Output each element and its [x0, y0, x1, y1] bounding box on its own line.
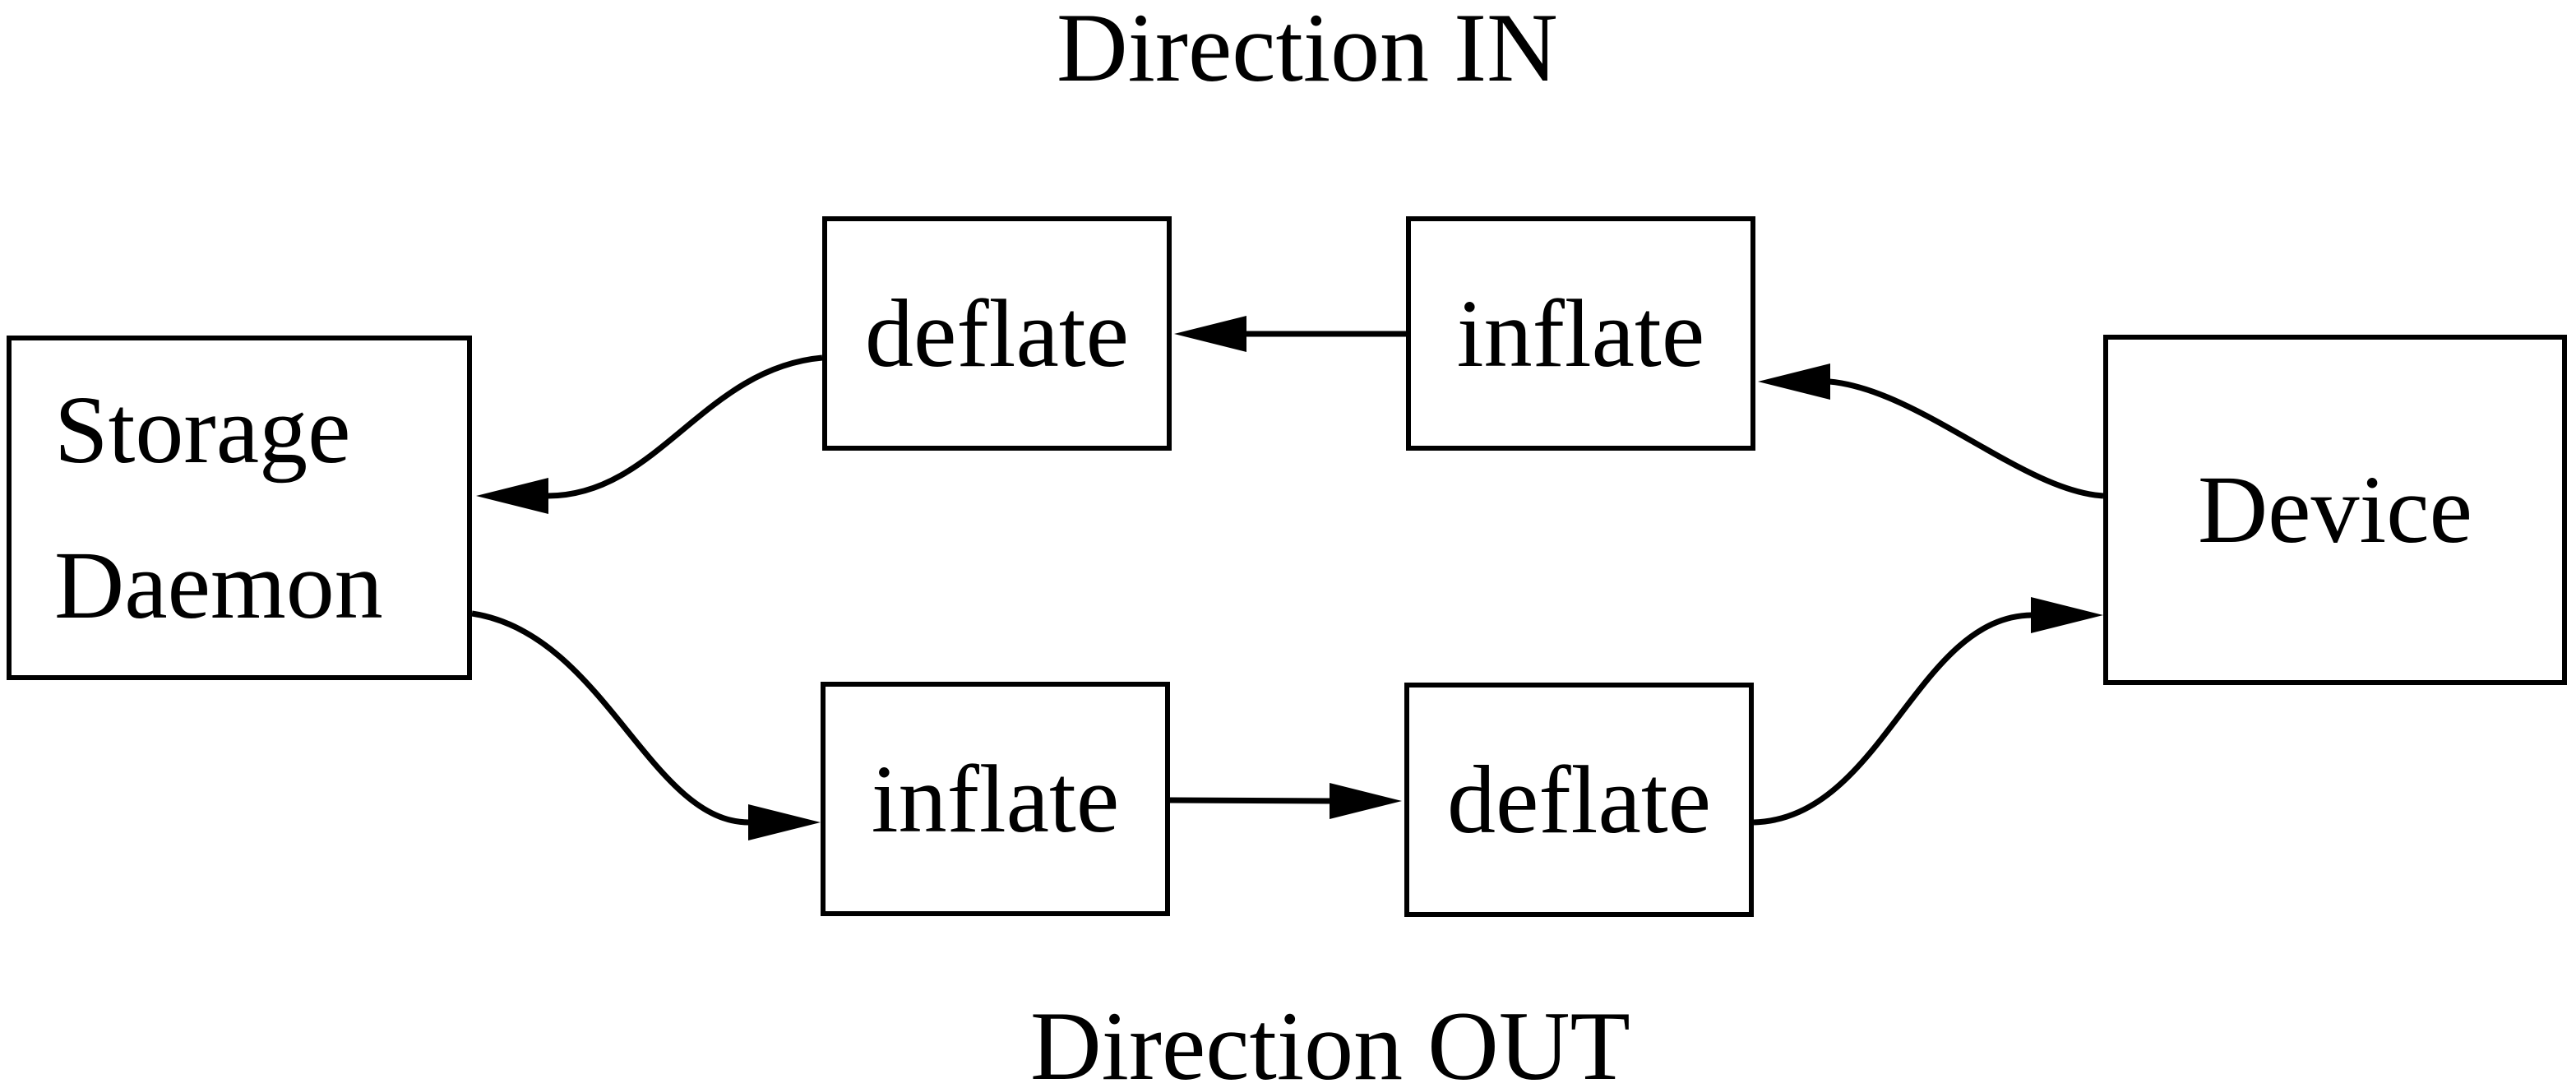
node-device: Device — [2103, 335, 2567, 685]
device-label: Device — [2197, 456, 2473, 564]
deflate-out-label: deflate — [1447, 745, 1711, 854]
storage-daemon-label-line2: Daemon — [54, 530, 383, 639]
storage-daemon-label: Storage Daemon — [54, 353, 383, 664]
storage-daemon-label-line1: Storage — [54, 375, 351, 484]
arrow-deflate-to-device-out — [1753, 597, 2103, 826]
arrow-deflate-to-storage-in — [476, 354, 823, 514]
inflate-in-label: inflate — [1456, 279, 1705, 387]
title-direction-out: Direction OUT — [1030, 991, 1630, 1088]
arrowhead-icon — [1758, 363, 1830, 400]
inflate-out-label: inflate — [871, 744, 1120, 853]
deflate-in-label: deflate — [865, 279, 1129, 387]
node-deflate-out: deflate — [1404, 683, 1754, 917]
arrow-inflate-to-deflate-in — [1174, 316, 1406, 352]
arrowhead-icon — [1174, 316, 1246, 352]
arrowhead-icon — [748, 804, 821, 840]
node-deflate-in: deflate — [822, 216, 1172, 451]
arrow-inflate-to-deflate-out — [1169, 783, 1402, 819]
arrowhead-icon — [1330, 783, 1402, 819]
arrow-device-to-inflate-in — [1758, 363, 2104, 499]
node-inflate-out: inflate — [821, 682, 1170, 916]
title-direction-in: Direction IN — [1057, 0, 1558, 102]
arrow-storage-to-inflate-out — [471, 610, 821, 840]
arrowhead-icon — [2031, 597, 2103, 633]
node-storage-daemon: Storage Daemon — [7, 336, 472, 680]
node-inflate-in: inflate — [1406, 216, 1755, 451]
arrowhead-icon — [476, 478, 548, 514]
